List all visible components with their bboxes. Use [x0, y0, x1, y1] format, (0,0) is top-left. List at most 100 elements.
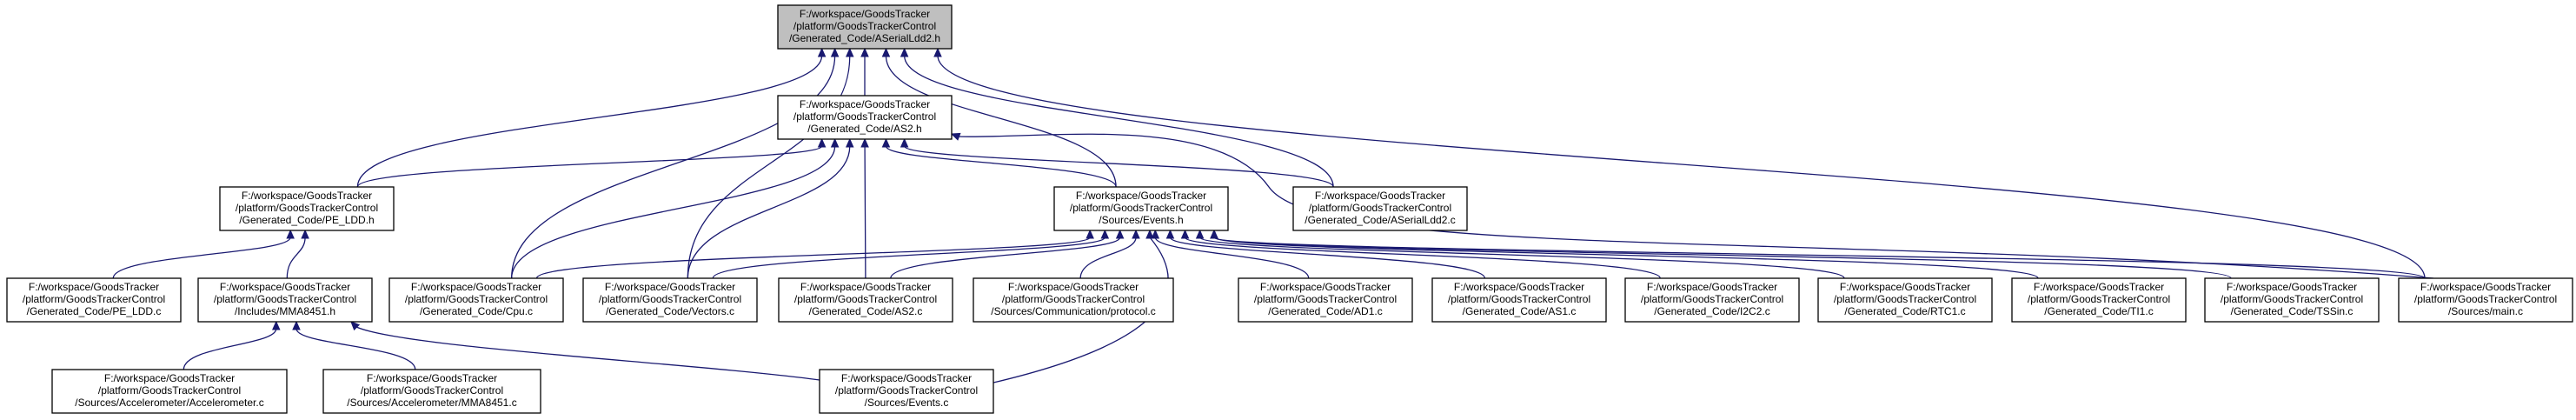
file-node-as2c[interactable]: F:/workspace/GoodsTracker/platform/Goods…: [778, 277, 953, 323]
file-node-label-line: /Sources/Accelerometer/Accelerometer.c: [75, 397, 263, 409]
file-node-label-line: /Generated_Code/TI1.c: [2044, 305, 2153, 317]
file-node-label-line: /platform/GoodsTrackerControl: [236, 202, 378, 214]
file-node-label-line: /platform/GoodsTrackerControl: [599, 293, 741, 305]
dependency-arrow-asl2c-to-as2h: [900, 137, 1334, 188]
file-node-label-line: /Generated_Code/ASerialLdd2.h: [789, 32, 940, 44]
dependency-arrow-vectors-to-asl2h: [687, 47, 854, 279]
arrow-line: [510, 55, 836, 279]
arrowhead: [817, 137, 827, 148]
file-node-rtc1[interactable]: F:/workspace/GoodsTracker/platform/Goods…: [1817, 277, 1993, 323]
file-node-label-line: /platform/GoodsTrackerControl: [1070, 202, 1212, 214]
dependency-arrow-pelddc-to-peldd: [112, 229, 295, 279]
file-node-label-line: /platform/GoodsTrackerControl: [2221, 293, 2363, 305]
file-node-label-line: /Sources/Events.h: [1099, 214, 1183, 226]
arrow-line: [937, 55, 2426, 279]
dependency-arrow-as2c-to-as2h: [860, 137, 869, 279]
file-node-main[interactable]: F:/workspace/GoodsTracker/platform/Goods…: [2398, 277, 2573, 323]
arrow-line: [1213, 237, 2039, 279]
file-node-as2h[interactable]: F:/workspace/GoodsTracker/platform/Goods…: [777, 95, 953, 140]
file-node-asl2c[interactable]: F:/workspace/GoodsTracker/platform/Goods…: [1292, 186, 1468, 231]
file-node-cpu[interactable]: F:/workspace/GoodsTracker/platform/Goods…: [388, 277, 564, 323]
file-node-box: [1624, 277, 1800, 323]
file-node-label-line: F:/workspace/GoodsTracker: [2227, 281, 2357, 293]
arrow-line: [712, 237, 1105, 279]
arrowhead: [350, 321, 361, 331]
file-node-label-line: /Generated_Code/AD1.c: [1268, 305, 1382, 317]
arrowhead: [817, 47, 827, 57]
arrow-line: [1169, 237, 1486, 279]
file-node-label-line: F:/workspace/GoodsTracker: [2420, 281, 2551, 293]
arrow-line: [510, 145, 836, 279]
edge-layer: [112, 47, 2434, 383]
file-node-label-line: F:/workspace/GoodsTracker: [1008, 281, 1139, 293]
file-node-label-line: /platform/GoodsTrackerControl: [793, 110, 936, 123]
file-node-tssin[interactable]: F:/workspace/GoodsTracker/platform/Goods…: [2204, 277, 2380, 323]
file-node-box: [777, 95, 953, 140]
dependency-arrow-as2h-to-asl2h: [860, 47, 869, 97]
arrowhead: [933, 47, 942, 57]
file-node-box: [2398, 277, 2573, 323]
dependency-arrow-cpu-to-asl2h: [510, 47, 840, 279]
dependency-arrow-as2c-to-eventsh: [890, 229, 1125, 279]
file-node-eventsc[interactable]: F:/workspace/GoodsTracker/platform/Goods…: [819, 369, 994, 414]
file-node-label-line: F:/workspace/GoodsTracker: [104, 372, 235, 384]
arrowhead: [830, 47, 840, 57]
file-node-ti1[interactable]: F:/workspace/GoodsTracker/platform/Goods…: [2011, 277, 2187, 323]
file-node-label-line: /platform/GoodsTrackerControl: [23, 293, 165, 305]
arrow-line: [183, 328, 277, 370]
dependency-arrow-ti1-to-eventsh: [1210, 229, 2039, 279]
dependency-arrow-as1-to-eventsh: [1165, 229, 1486, 279]
file-node-label-line: /Sources/Communication/protocol.c: [991, 305, 1155, 317]
dependency-arrow-eventsh-to-asl2h: [881, 47, 1117, 188]
file-node-label-line: F:/workspace/GoodsTracker: [1260, 281, 1391, 293]
arrowhead: [1195, 229, 1205, 239]
arrowhead: [900, 47, 909, 57]
file-node-box: [1053, 186, 1229, 231]
arrowhead: [830, 137, 840, 148]
file-node-label-line: /Generated_Code/TSSin.c: [2231, 305, 2354, 317]
file-node-box: [777, 4, 953, 50]
arrow-line: [885, 145, 1117, 188]
file-node-ad1[interactable]: F:/workspace/GoodsTracker/platform/Goods…: [1238, 277, 1413, 323]
file-node-vectors[interactable]: F:/workspace/GoodsTracker/platform/Goods…: [582, 277, 758, 323]
file-node-pelddc[interactable]: F:/workspace/GoodsTracker/platform/Goods…: [6, 277, 182, 323]
arrowhead: [1151, 229, 1160, 239]
file-node-protocol[interactable]: F:/workspace/GoodsTracker/platform/Goods…: [973, 277, 1174, 323]
file-node-asl2h[interactable]: F:/workspace/GoodsTracker/platform/Goods…: [777, 4, 953, 50]
arrow-line: [687, 145, 851, 279]
arrowhead: [1165, 229, 1175, 239]
arrow-line: [356, 145, 823, 188]
file-node-label-line: /Generated_Code/PE_LDD.c: [27, 305, 162, 317]
file-node-peldd[interactable]: F:/workspace/GoodsTracker/platform/Goods…: [219, 186, 395, 231]
arrowhead: [292, 320, 301, 330]
file-node-box: [51, 369, 288, 414]
arrow-line: [295, 328, 416, 370]
file-node-label-line: /Generated_Code/AS2.h: [807, 123, 921, 135]
file-node-as1[interactable]: F:/workspace/GoodsTracker/platform/Goods…: [1431, 277, 1607, 323]
file-node-label-line: F:/workspace/GoodsTracker: [367, 372, 497, 384]
file-node-label-line: F:/workspace/GoodsTracker: [1840, 281, 1970, 293]
file-node-mmah[interactable]: F:/workspace/GoodsTracker/platform/Goods…: [197, 277, 373, 323]
dependency-arrow-ad1-to-eventsh: [1151, 229, 1310, 279]
dependency-arrow-main-to-eventsh: [1210, 229, 2426, 279]
file-node-label-line: F:/workspace/GoodsTracker: [800, 8, 930, 20]
file-node-accel[interactable]: F:/workspace/GoodsTracker/platform/Goods…: [51, 369, 288, 414]
dependency-arrow-cpu-to-as2h: [510, 137, 840, 279]
file-node-label-line: /platform/GoodsTrackerControl: [2028, 293, 2170, 305]
arrowhead: [845, 137, 854, 148]
file-node-eventsh[interactable]: F:/workspace/GoodsTracker/platform/Goods…: [1053, 186, 1229, 231]
file-node-i2c2[interactable]: F:/workspace/GoodsTracker/platform/Goods…: [1624, 277, 1800, 323]
file-node-label-line: F:/workspace/GoodsTracker: [1454, 281, 1584, 293]
dependency-arrow-peldd-to-as2h: [356, 137, 827, 188]
arrowhead: [286, 229, 295, 239]
arrow-line: [286, 237, 306, 279]
file-node-box: [6, 277, 182, 323]
arrow-line: [890, 237, 1121, 279]
file-node-box: [2204, 277, 2380, 323]
file-node-mmac[interactable]: F:/workspace/GoodsTracker/platform/Goods…: [322, 369, 541, 414]
file-node-label-line: /platform/GoodsTrackerControl: [361, 384, 503, 397]
file-node-label-line: F:/workspace/GoodsTracker: [1315, 190, 1445, 202]
arrowhead: [860, 137, 869, 148]
arrowhead: [1086, 229, 1094, 239]
dependency-arrow-eventsc-to-mmah: [350, 321, 820, 381]
